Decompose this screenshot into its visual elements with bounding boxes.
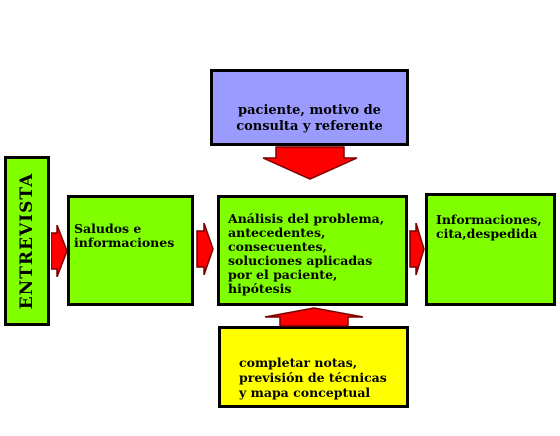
arrow-right-icon (51, 225, 67, 277)
paciente-text: paciente, motivo de consulta y referente (236, 103, 383, 134)
arrow-right-icon (409, 223, 425, 275)
arrow-down-icon (262, 146, 358, 180)
saludos-text: Saludos e informaciones (74, 221, 175, 250)
informaciones-box: Informaciones, cita,despedida (425, 193, 556, 306)
completar-text: completar notas, previsión de técnicas y… (239, 355, 387, 400)
completar-box: completar notas, previsión de técnicas y… (218, 326, 409, 408)
arrow-right-icon (196, 223, 214, 275)
analisis-text: Análisis del problema, antecedentes, con… (228, 211, 385, 296)
paciente-box: paciente, motivo de consulta y referente (210, 69, 409, 146)
arrow-up-icon (264, 307, 364, 327)
entrevista-box: ENTREVISTA (4, 156, 50, 326)
informaciones-text: Informaciones, cita,despedida (436, 212, 542, 241)
saludos-box: Saludos e informaciones (67, 195, 194, 306)
entrevista-label: ENTREVISTA (17, 172, 37, 310)
analisis-box: Análisis del problema, antecedentes, con… (217, 195, 408, 306)
